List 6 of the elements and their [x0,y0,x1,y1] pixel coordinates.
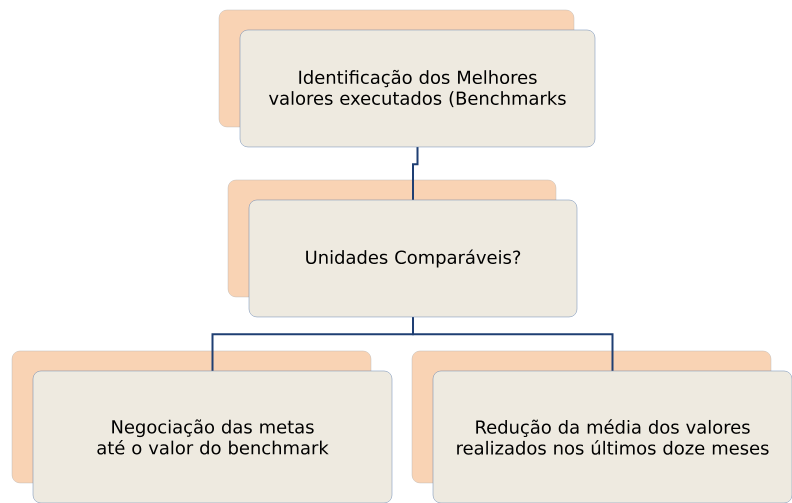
connector-line [412,147,418,200]
process-box: Unidades Comparáveis? [228,180,578,318]
process-box: Identificação dos Melhores valores executados (Benchmarks [218,10,596,148]
process-box: Redução da média dos valores realizados nos últimos doze meses [412,350,792,503]
process-box: Negociação das metas até o valor do benchmark [12,350,392,503]
connector-line [412,317,614,371]
